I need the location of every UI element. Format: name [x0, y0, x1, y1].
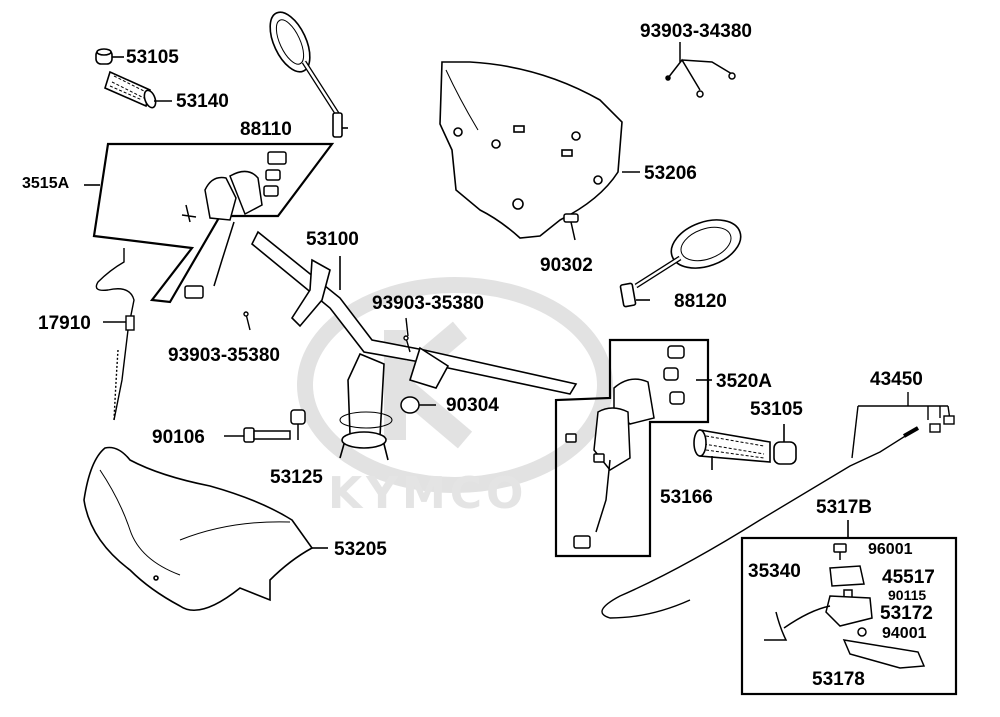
part-number-53178: 53178	[812, 669, 865, 690]
part-number-53100: 53100	[306, 229, 359, 250]
part-number-43450: 43450	[870, 369, 923, 390]
upper-cover-53206	[439, 61, 640, 239]
part-number-90106: 90106	[152, 427, 205, 448]
part-number-53105-right: 53105	[750, 399, 803, 420]
screw-90302	[563, 213, 579, 241]
handlebar	[250, 230, 578, 461]
part-number-88120: 88120	[674, 291, 727, 312]
right-switch-box	[554, 338, 712, 558]
part-number-45517: 45517	[882, 567, 935, 588]
right-grip-parts	[693, 424, 797, 470]
right-mirror	[619, 219, 742, 308]
small-screws	[243, 311, 411, 353]
left-switch-box	[84, 142, 335, 304]
part-number-53140: 53140	[176, 91, 229, 112]
part-number-53206: 53206	[644, 163, 697, 184]
nut-90304	[400, 396, 436, 414]
part-number-53172: 53172	[880, 603, 933, 624]
part-number-90115: 90115	[888, 587, 927, 603]
part-number-93903-34380: 93903-34380	[640, 21, 752, 42]
kymco-watermark-text: KYMCO	[328, 468, 528, 519]
part-number-53205: 53205	[334, 539, 387, 560]
part-number-3515A: 3515A	[22, 175, 70, 192]
part-number-96001: 96001	[868, 541, 913, 558]
part-number-53125: 53125	[270, 467, 323, 488]
part-number-93903-35380-lower: 93903-35380	[168, 345, 280, 366]
left-grip-parts	[95, 48, 172, 109]
part-number-17910: 17910	[38, 313, 91, 334]
lever-parts	[764, 543, 926, 669]
brake-cable-43450	[601, 392, 955, 619]
part-number-53166: 53166	[660, 487, 713, 508]
throttle-cable	[95, 248, 135, 421]
left-switch-parts	[181, 151, 287, 299]
part-number-88110: 88110	[240, 119, 292, 140]
part-number-35340: 35340	[748, 561, 801, 582]
part-number-3520A: 3520A	[716, 371, 772, 392]
part-number-94001: 94001	[882, 625, 927, 642]
right-switch-parts	[565, 345, 685, 549]
part-number-93903-35380-upper: 93903-35380	[372, 293, 484, 314]
part-number-90304: 90304	[446, 395, 499, 416]
part-number-90302: 90302	[540, 255, 593, 276]
lower-cover-53205	[83, 446, 328, 612]
bolt-and-collar	[224, 409, 306, 443]
left-mirror	[269, 11, 348, 138]
part-number-5317B: 5317B	[816, 497, 872, 518]
part-number-53105-top: 53105	[126, 47, 179, 68]
kymco-watermark-logo	[297, 277, 613, 493]
lever-box	[740, 520, 958, 696]
screws-34380	[665, 42, 736, 98]
